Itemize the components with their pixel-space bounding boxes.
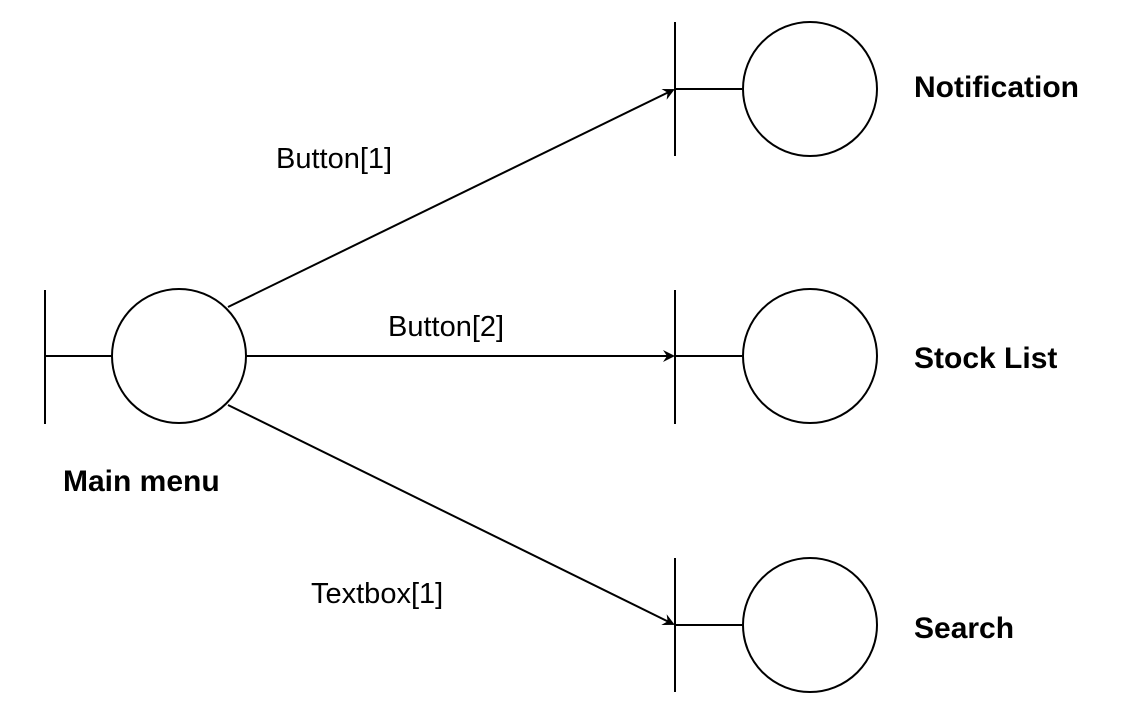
boundary-circle (742, 21, 878, 157)
boundary-object-search (674, 557, 878, 693)
boundary-object-notification (674, 21, 878, 157)
node-label-search: Search (914, 612, 1014, 645)
boundary-circle (111, 288, 247, 424)
edge-label-button-2: Button[2] (388, 311, 504, 343)
boundary-circle (742, 557, 878, 693)
edge-main-menu-to-notification (227, 88, 675, 308)
boundary-object-stock-list (674, 288, 878, 424)
edge-label-button-1: Button[1] (276, 143, 392, 175)
node-label-main-menu: Main menu (63, 465, 220, 498)
edge-label-textbox-1: Textbox[1] (311, 578, 443, 610)
boundary-object-main-menu (44, 288, 247, 424)
node-label-stock-list: Stock List (914, 342, 1057, 375)
boundary-circle (742, 288, 878, 424)
edge-main-menu-to-search (227, 404, 675, 625)
node-label-notification: Notification (914, 71, 1079, 104)
